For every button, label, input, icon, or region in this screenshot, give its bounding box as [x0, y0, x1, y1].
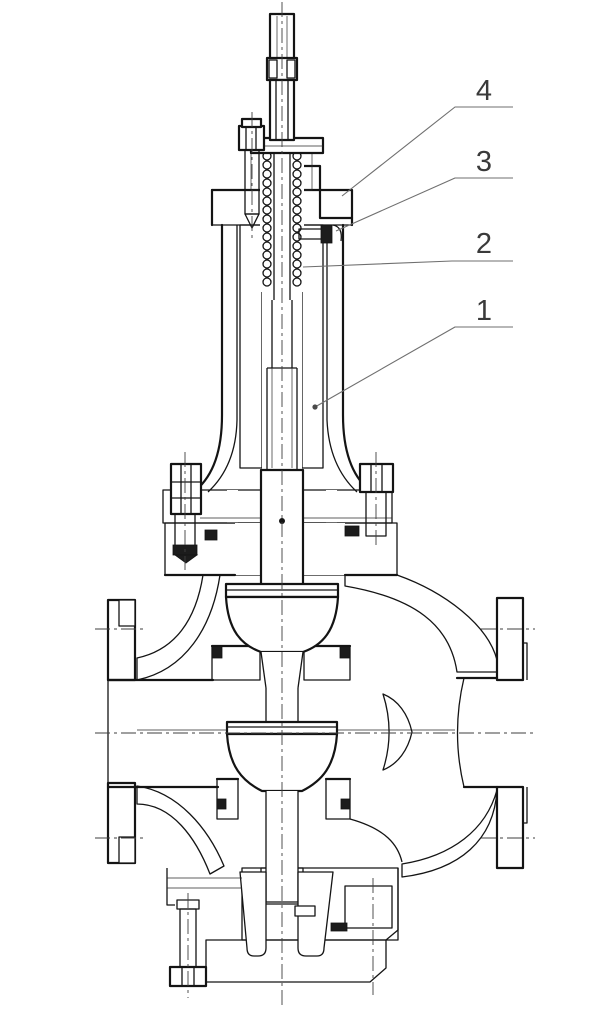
body-dome-lower-right — [401, 789, 498, 878]
body-dome-upper-right — [344, 574, 498, 673]
callout-4: 4 — [341, 75, 513, 197]
leader-line-4 — [341, 106, 513, 197]
gland-stud-bolt — [237, 117, 266, 229]
leader-line-3 — [335, 177, 513, 232]
outlet-flange-right — [495, 596, 528, 870]
callout-label-2: 2 — [476, 228, 492, 260]
callouts: 4 3 2 1 — [302, 75, 513, 410]
guide-rib-left — [239, 871, 267, 957]
upper-plug — [224, 582, 340, 722]
leader-line-1 — [314, 326, 513, 408]
callout-3: 3 — [335, 146, 513, 232]
leader-line-2 — [302, 260, 513, 268]
leader-dot-1 — [312, 404, 318, 410]
body-venturi-contour — [456, 677, 465, 788]
valve-stem — [266, 300, 298, 470]
bonnet-flange-bolt-right — [358, 462, 395, 537]
callout-label-4: 4 — [476, 75, 492, 107]
inlet-flange-left — [106, 598, 137, 865]
callout-label-3: 3 — [476, 146, 492, 178]
callout-2: 2 — [302, 228, 513, 268]
body-wall-lower-left — [136, 785, 225, 875]
centerlines — [95, 2, 537, 1008]
lower-seat-ring — [215, 777, 352, 820]
callout-label-1: 1 — [476, 295, 492, 327]
stem-mark-dot — [279, 518, 285, 524]
packing-spring-left — [262, 151, 272, 287]
body-partition-rib — [382, 693, 413, 771]
packing-spring-right — [292, 151, 302, 287]
actuator-stem — [265, 12, 299, 142]
gland-screw — [298, 224, 342, 244]
bonnet-flange-bolt-left — [169, 462, 203, 564]
callout-1: 1 — [312, 295, 513, 410]
